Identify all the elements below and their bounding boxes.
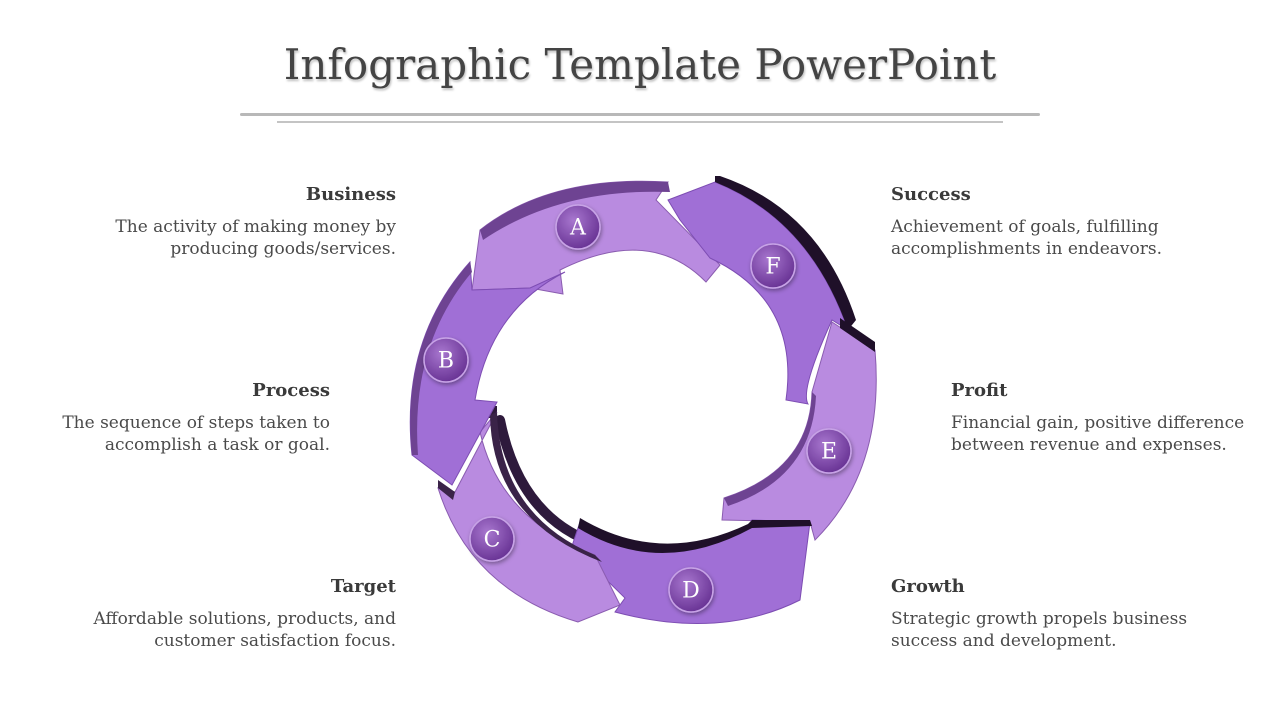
item-heading: Growth — [891, 576, 965, 597]
segment-c — [437, 411, 621, 623]
title-underline-secondary — [277, 121, 1003, 123]
badge-letter-a: A — [569, 216, 587, 241]
badge-e: E — [806, 428, 852, 474]
segment-b — [409, 260, 566, 486]
item-description: Affordable solutions, products, and cust… — [66, 608, 396, 652]
item-description-line: success and development. — [891, 631, 1117, 651]
badge-a: A — [555, 204, 601, 250]
badge-d: D — [668, 567, 714, 613]
page-title: Infographic Template PowerPoint — [283, 40, 997, 89]
item-description-line: customer satisfaction focus. — [154, 631, 396, 651]
badge-letter-c: C — [484, 528, 501, 553]
item-description-line: Achievement of goals, fulfilling — [891, 217, 1159, 237]
item-growth: Growth Strategic growth propels business… — [891, 576, 1221, 652]
item-heading: Process — [252, 380, 330, 401]
item-description-line: between revenue and expenses. — [951, 435, 1227, 455]
item-process: Process The sequence of steps taken to a… — [0, 380, 330, 456]
item-description-line: The activity of making money by — [115, 217, 396, 237]
item-profit: Profit Financial gain, positive differen… — [951, 380, 1271, 456]
item-description-line: accomplishments in endeavors. — [891, 239, 1163, 259]
item-success: Success Achievement of goals, fulfilling… — [891, 184, 1221, 260]
badge-b: B — [423, 337, 469, 383]
item-heading: Profit — [951, 380, 1008, 401]
item-description-line: Affordable solutions, products, and — [93, 609, 396, 629]
item-description: The sequence of steps taken to accomplis… — [0, 412, 330, 456]
item-heading: Business — [305, 184, 396, 205]
badge-letter-b: B — [438, 349, 454, 374]
badge-letter-d: D — [682, 579, 700, 604]
item-description-line: accomplish a task or goal. — [104, 435, 330, 455]
segment-e — [721, 318, 877, 541]
badge-c: C — [469, 516, 515, 562]
item-description: Achievement of goals, fulfilling accompl… — [891, 216, 1221, 260]
item-description: Financial gain, positive difference betw… — [951, 412, 1271, 456]
item-description-line: Financial gain, positive difference — [951, 413, 1245, 433]
item-heading: Target — [330, 576, 396, 597]
item-business: Business The activity of making money by… — [66, 184, 396, 260]
segment-f — [667, 176, 856, 405]
item-description: The activity of making money by producin… — [66, 216, 396, 260]
title-underline — [240, 113, 1040, 116]
badge-f: F — [750, 243, 796, 289]
item-heading: Success — [891, 184, 971, 205]
item-description-line: Strategic growth propels business — [891, 609, 1188, 629]
item-description-line: The sequence of steps taken to — [62, 413, 330, 433]
badge-letter-e: E — [821, 440, 837, 465]
item-description-line: producing goods/services. — [170, 239, 396, 259]
badge-letter-f: F — [765, 255, 780, 280]
item-description: Strategic growth propels business succes… — [891, 608, 1221, 652]
item-target: Target Affordable solutions, products, a… — [66, 576, 396, 652]
